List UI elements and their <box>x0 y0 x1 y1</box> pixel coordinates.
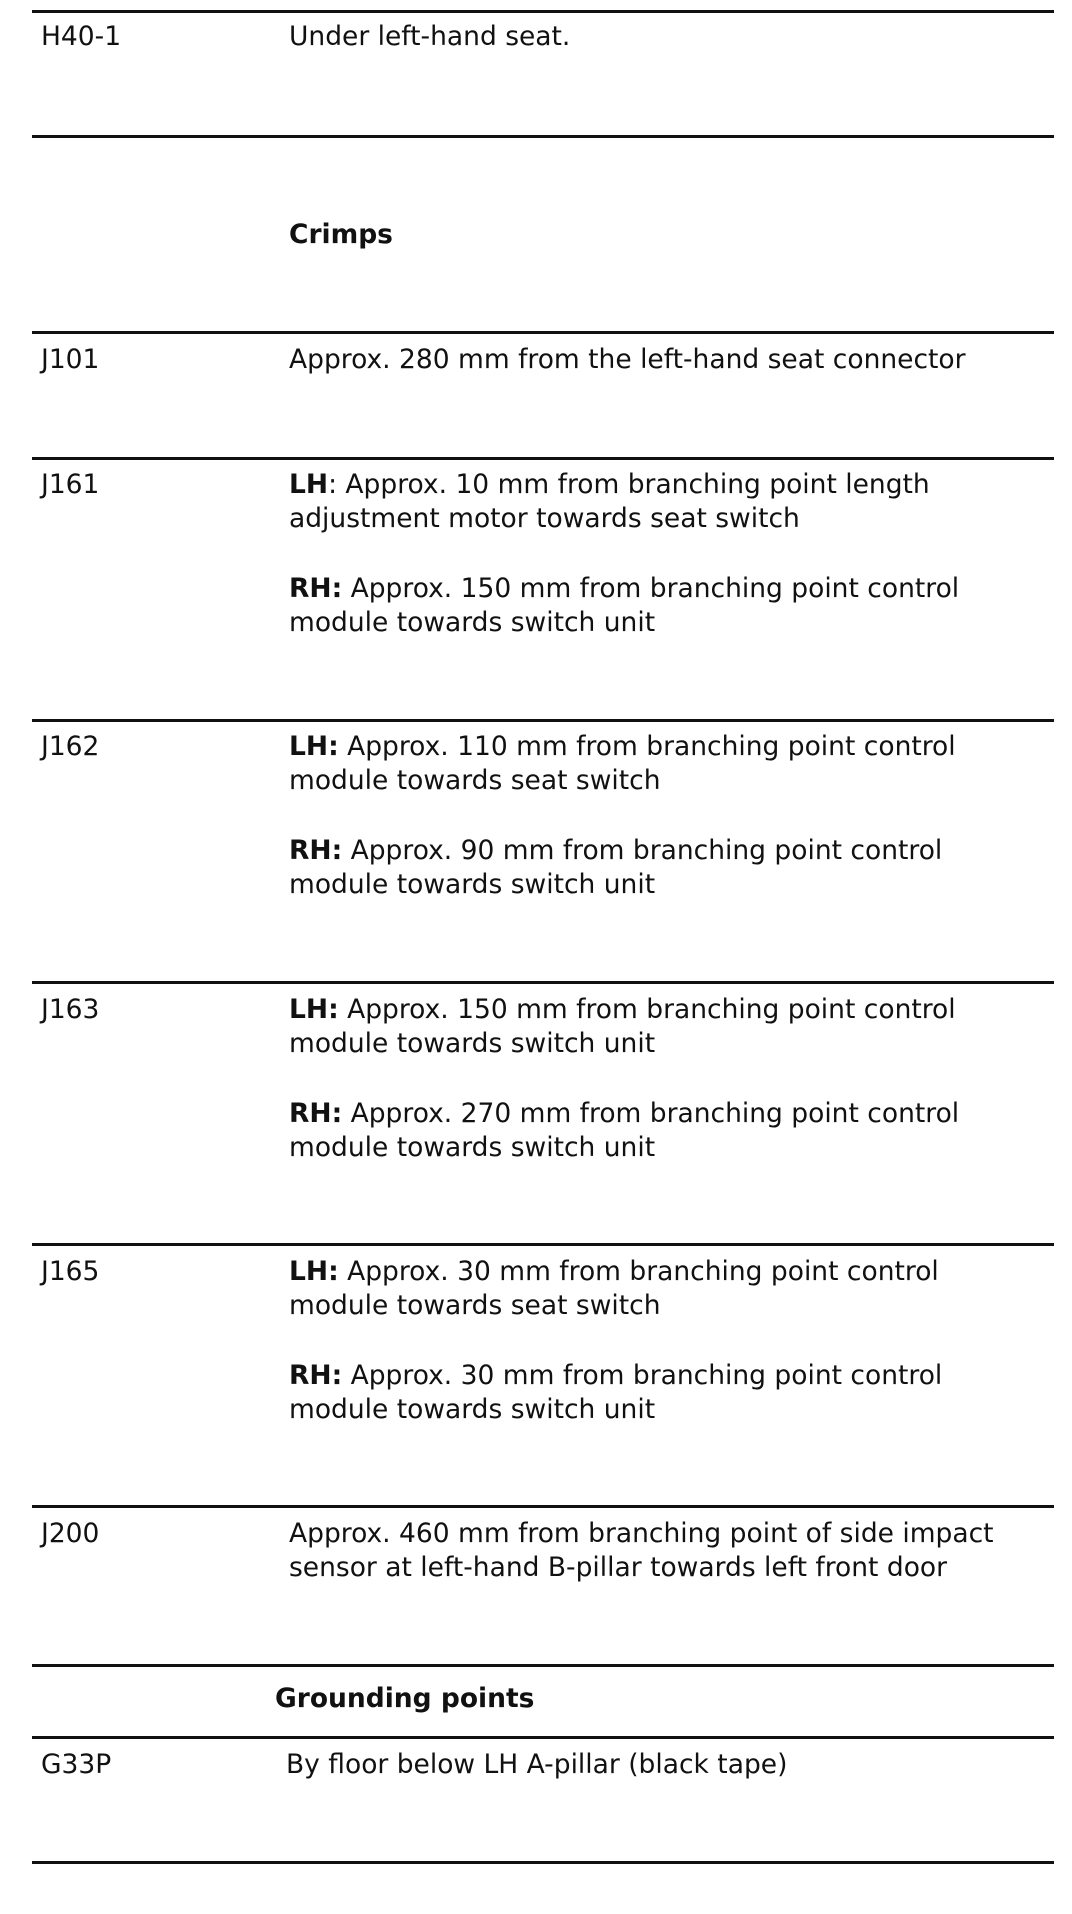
row-divider <box>32 10 1054 13</box>
rh-location: RH: Approx. 150 mm from branching point … <box>289 572 959 606</box>
lh-label: LH <box>289 469 329 500</box>
component-code: J101 <box>41 344 100 375</box>
row-divider <box>32 1861 1054 1864</box>
rh-location: RH: Approx. 270 mm from branching point … <box>289 1097 959 1131</box>
rh-label: RH: <box>289 835 343 866</box>
lh-location: LH: Approx. 10 mm from branching point l… <box>289 468 930 502</box>
lh-text: Approx. 30 mm from branching point contr… <box>338 1256 939 1287</box>
component-code: J200 <box>41 1518 100 1549</box>
lh-location: LH: Approx. 110 mm from branching point … <box>289 730 956 764</box>
component-code: J165 <box>41 1256 100 1287</box>
lh-label: LH: <box>289 1256 339 1287</box>
row-divider <box>32 135 1054 138</box>
rh-text-continued: module towards switch unit <box>289 1132 656 1163</box>
row-divider <box>32 1736 1054 1739</box>
lh-location: LH: Approx. 30 mm from branching point c… <box>289 1255 939 1289</box>
rh-text-continued: module towards switch unit <box>289 1394 656 1425</box>
rh-text: Approx. 270 mm from branching point cont… <box>342 1098 960 1129</box>
rh-text-continued: module towards switch unit <box>289 607 656 638</box>
component-code: J161 <box>41 469 100 500</box>
component-location: By floor below LH A-pillar (black tape) <box>286 1749 788 1780</box>
component-location: Approx. 280 mm from the left-hand seat c… <box>289 344 966 375</box>
row-divider <box>32 1664 1054 1667</box>
lh-label: LH: <box>289 731 339 762</box>
component-location: Under left-hand seat. <box>289 21 571 52</box>
rh-text-continued: module towards switch unit <box>289 869 656 900</box>
section-heading-crimps: Crimps <box>289 219 393 250</box>
rh-location: RH: Approx. 90 mm from branching point c… <box>289 834 942 868</box>
rh-text: Approx. 90 mm from branching point contr… <box>342 835 943 866</box>
component-code: J162 <box>41 731 100 762</box>
lh-location: LH: Approx. 150 mm from branching point … <box>289 993 956 1027</box>
component-location-continued: sensor at left-hand B-pillar towards lef… <box>289 1552 948 1583</box>
rh-text: Approx. 30 mm from branching point contr… <box>342 1360 943 1391</box>
rh-label: RH: <box>289 573 343 604</box>
lh-text-continued: adjustment motor towards seat switch <box>289 503 800 534</box>
lh-text: Approx. 110 mm from branching point cont… <box>338 731 956 762</box>
lh-text-continued: module towards seat switch <box>289 1290 661 1321</box>
row-divider <box>32 1505 1054 1508</box>
row-divider <box>32 719 1054 722</box>
component-location: Approx. 460 mm from branching point of s… <box>289 1518 994 1549</box>
section-heading-grounding-points: Grounding points <box>275 1683 535 1714</box>
component-code: H40-1 <box>41 21 122 52</box>
lh-text: Approx. 150 mm from branching point cont… <box>338 994 956 1025</box>
rh-location: RH: Approx. 30 mm from branching point c… <box>289 1359 942 1393</box>
rh-label: RH: <box>289 1098 343 1129</box>
component-code: G33P <box>41 1749 112 1780</box>
row-divider <box>32 331 1054 334</box>
row-divider <box>32 1243 1054 1246</box>
component-code: J163 <box>41 994 100 1025</box>
lh-label: LH: <box>289 994 339 1025</box>
lh-text: : Approx. 10 mm from branching point len… <box>328 469 930 500</box>
lh-text-continued: module towards switch unit <box>289 1028 656 1059</box>
row-divider <box>32 457 1054 460</box>
rh-text: Approx. 150 mm from branching point cont… <box>342 573 960 604</box>
lh-text-continued: module towards seat switch <box>289 765 661 796</box>
rh-label: RH: <box>289 1360 343 1391</box>
row-divider <box>32 981 1054 984</box>
